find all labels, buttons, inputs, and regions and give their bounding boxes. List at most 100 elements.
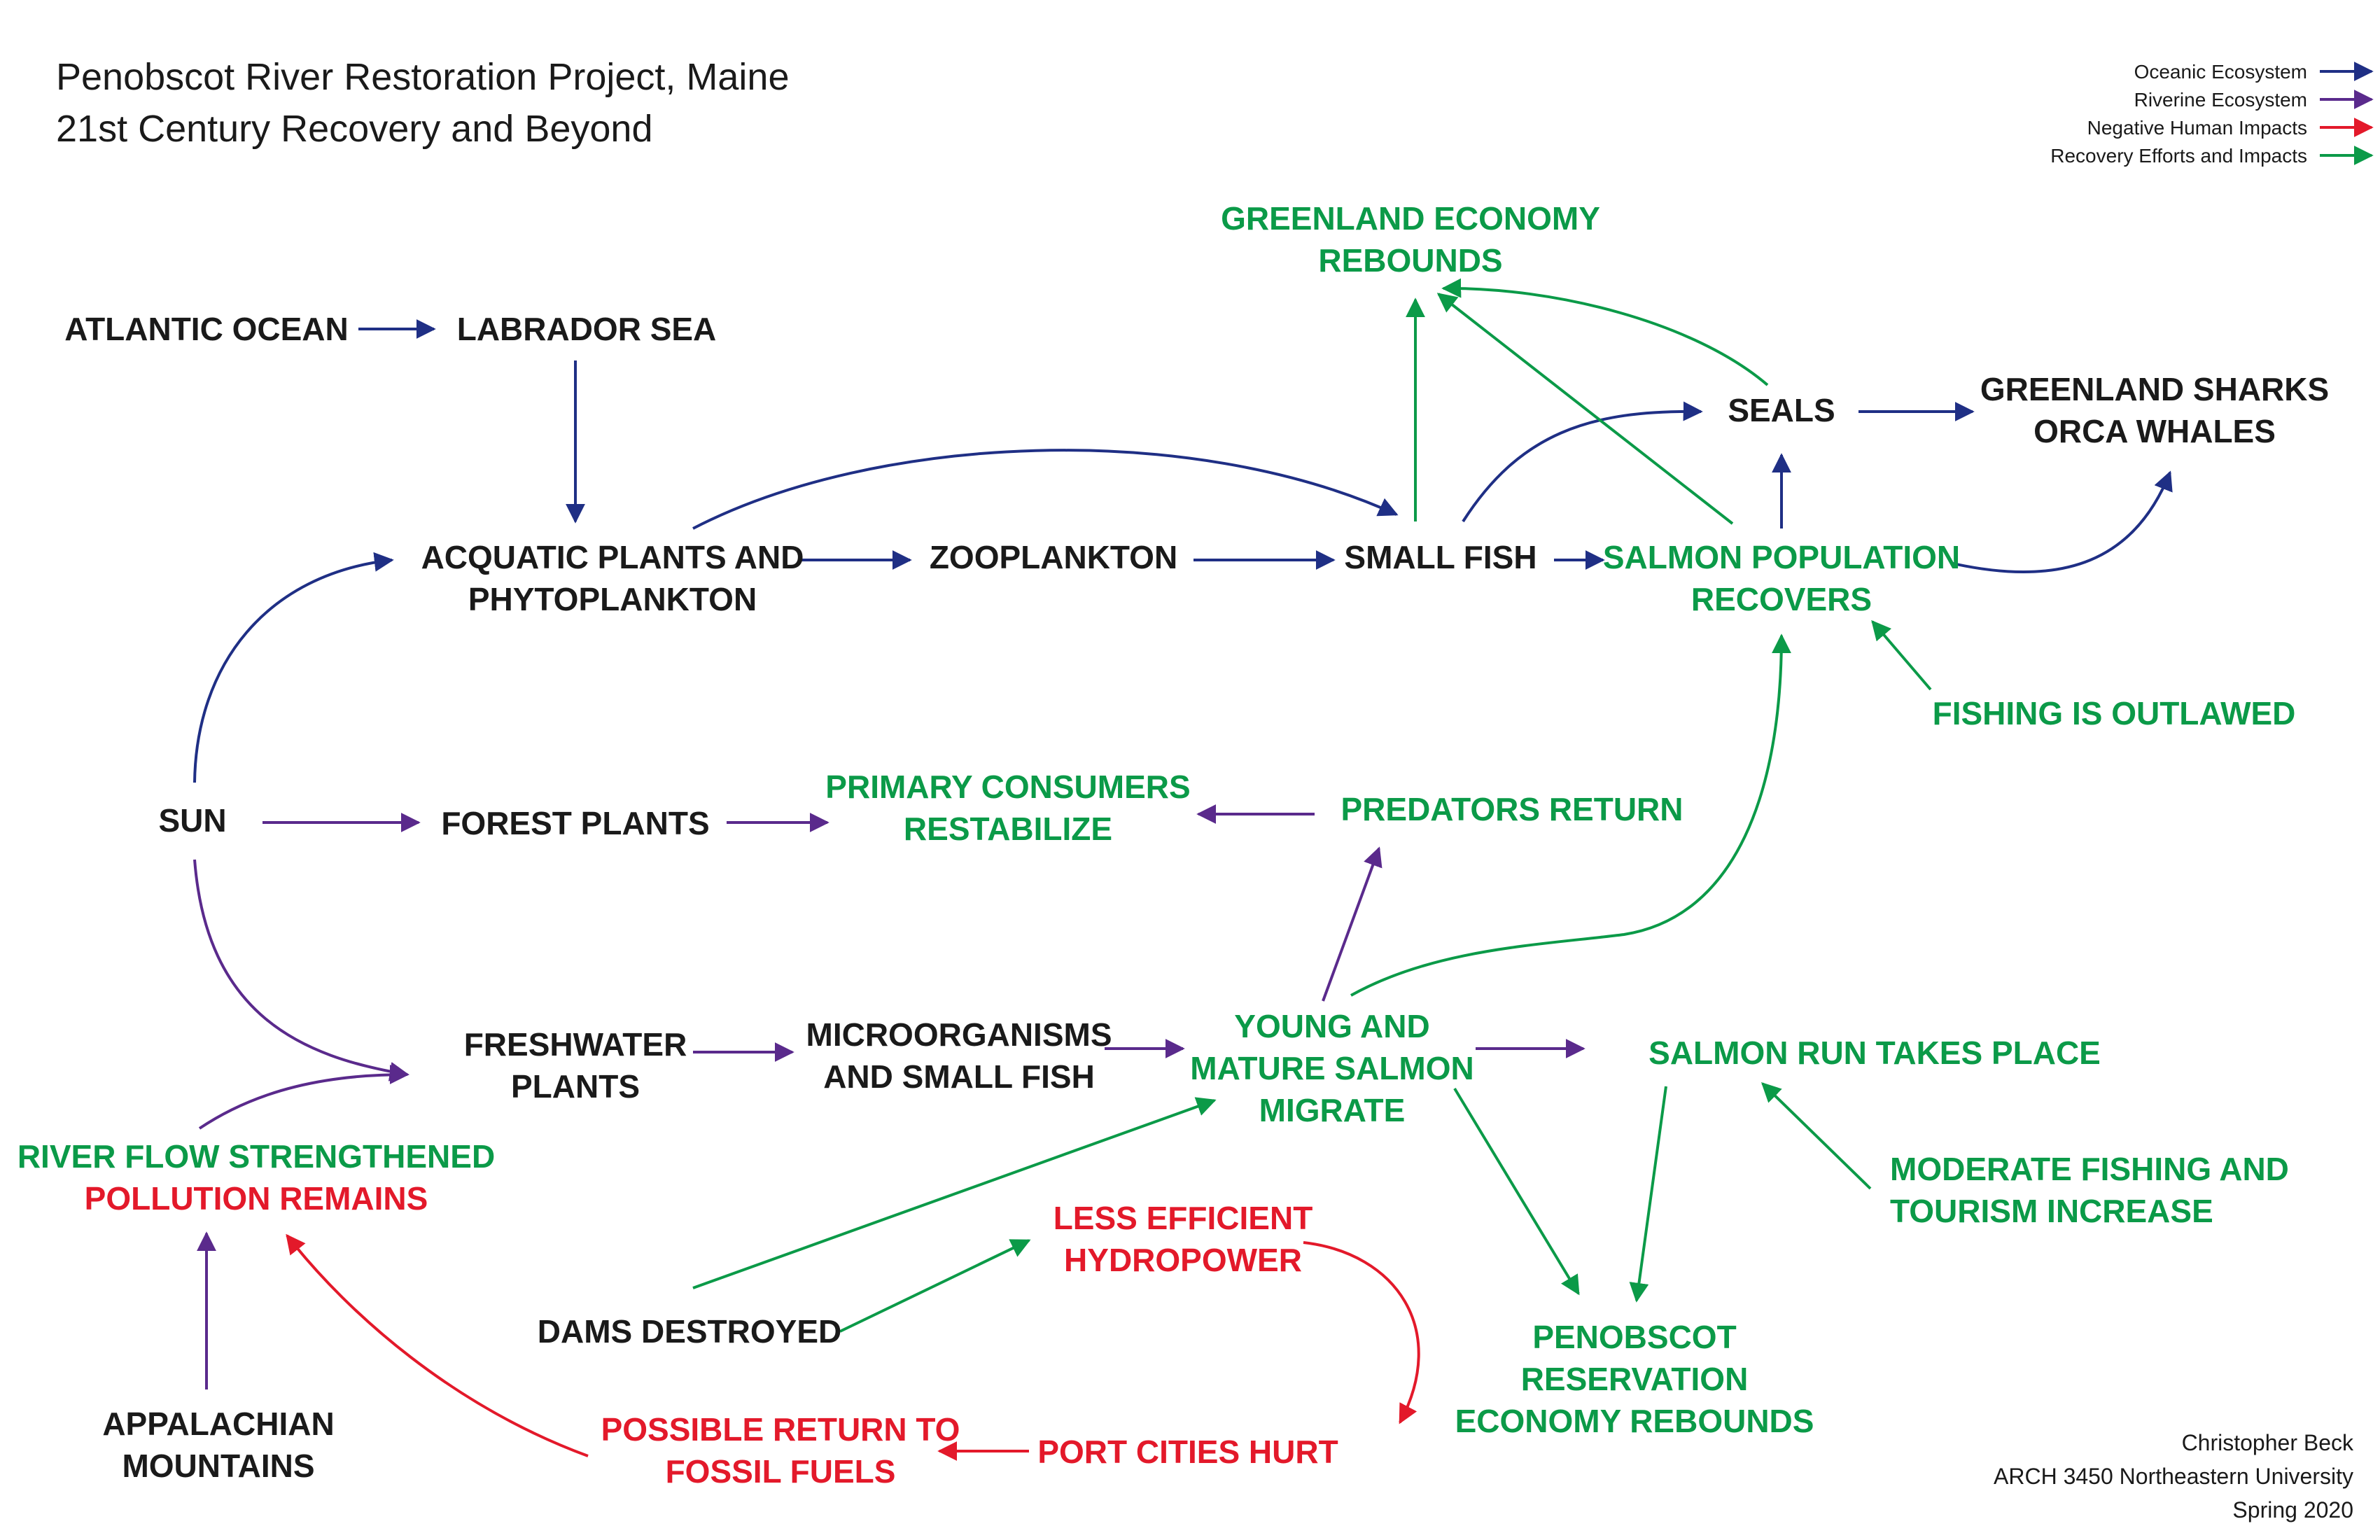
node-freshwater-plants: FRESHWATER PLANTS (464, 1026, 687, 1105)
edge-sun-to-freshwater (193, 859, 410, 1082)
title-line-1: Penobscot River Restoration Project, Mai… (56, 56, 790, 98)
node-line: SEALS (1728, 392, 1835, 428)
edge-seals-to-greenland (1441, 278, 1769, 386)
node-fishing-outlawed: FISHING IS OUTLAWED (1933, 695, 2296, 732)
edge-young-to-salmonpop (1350, 634, 1791, 997)
node-line: ATLANTIC OCEAN (64, 311, 348, 347)
nodes: ATLANTIC OCEAN LABRADOR SEA GREENLAND EC… (18, 200, 2329, 1490)
node-sun: SUN (158, 802, 226, 839)
node-salmon-population: SALMON POPULATION RECOVERS (1603, 539, 1960, 617)
node-line: HYDROPOWER (1064, 1242, 1302, 1278)
node-greenland-sharks-orca: GREENLAND SHARKS ORCA WHALES (1980, 371, 2329, 449)
edge-salmonrun-to-penobscot (1629, 1086, 1667, 1303)
edges (193, 278, 2173, 1461)
node-line: FOREST PLANTS (441, 805, 709, 841)
node-line: FRESHWATER (464, 1026, 687, 1063)
node-line: MODERATE FISHING AND (1890, 1151, 2289, 1187)
edge-fossil-to-pollution (286, 1233, 589, 1457)
node-line: SMALL FISH (1344, 539, 1536, 575)
node-less-efficient-hydropower: LESS EFFICIENT HYDROPOWER (1054, 1200, 1313, 1278)
node-labrador-sea: LABRADOR SEA (457, 311, 717, 347)
node-line: ORCA WHALES (2033, 413, 2276, 449)
edge-dams-to-lessefficient (839, 1239, 1031, 1333)
edge-salmonpop-to-greenland (1436, 293, 1734, 525)
node-line: POSSIBLE RETURN TO (601, 1411, 960, 1448)
node-seals: SEALS (1728, 392, 1835, 428)
node-line: ACQUATIC PLANTS AND (421, 539, 804, 575)
node-primary-consumers: PRIMARY CONSUMERS RESTABILIZE (825, 769, 1190, 847)
node-line: GREENLAND SHARKS (1980, 371, 2329, 407)
node-line: SALMON POPULATION (1603, 539, 1960, 575)
node-line: PENOBSCOT (1532, 1319, 1736, 1355)
node-line: PRIMARY CONSUMERS (825, 769, 1190, 805)
node-young-mature-salmon: YOUNG AND MATURE SALMON MIGRATE (1190, 1008, 1474, 1128)
edge-fishing-to-salmonpop (1871, 620, 1932, 691)
node-line: PHYTOPLANKTON (468, 581, 757, 617)
node-line: RECOVERS (1691, 581, 1872, 617)
node-line: RESTABILIZE (904, 811, 1112, 847)
node-line: TOURISM INCREASE (1890, 1193, 2213, 1229)
node-line: MATURE SALMON (1190, 1050, 1474, 1086)
edge-smallfish-to-seals (1462, 401, 1703, 523)
node-line: SALMON RUN TAKES PLACE (1648, 1035, 2101, 1071)
node-port-cities-hurt: PORT CITIES HURT (1037, 1434, 1338, 1470)
node-dams-destroyed: DAMS DESTROYED (538, 1313, 841, 1350)
node-line: RESERVATION (1521, 1361, 1749, 1397)
edge-dams-to-young (692, 1097, 1217, 1289)
node-line: SUN (158, 802, 226, 839)
node-small-fish: SMALL FISH (1344, 539, 1536, 575)
node-line: LESS EFFICIENT (1054, 1200, 1313, 1236)
edge-aquatic-to-smallfish (692, 449, 1399, 530)
node-moderate-fishing: MODERATE FISHING AND TOURISM INCREASE (1890, 1151, 2289, 1229)
node-zooplankton: ZOOPLANKTON (930, 539, 1177, 575)
node-line: APPALACHIAN (102, 1406, 334, 1442)
node-aquatic-plants: ACQUATIC PLANTS AND PHYTOPLANKTON (421, 539, 804, 617)
node-line: POLLUTION REMAINS (85, 1180, 428, 1217)
credits: Christopher Beck ARCH 3450 Northeastern … (1994, 1430, 2354, 1522)
edge-salmonpop-to-sharks (1952, 470, 2173, 574)
legend-label-riverine: Riverine Ecosystem (2134, 89, 2307, 111)
edge-young-to-predators (1322, 846, 1382, 1002)
node-line: DAMS DESTROYED (538, 1313, 841, 1350)
node-pollution-remains: POLLUTION REMAINS (85, 1180, 428, 1217)
node-river-flow: RIVER FLOW STRENGTHENED (18, 1138, 495, 1175)
edge-young-to-penobscot (1453, 1087, 1580, 1296)
node-salmon-run: SALMON RUN TAKES PLACE (1648, 1035, 2101, 1071)
node-line: PREDATORS RETURN (1341, 791, 1684, 827)
node-line: ZOOPLANKTON (930, 539, 1177, 575)
node-fossil-fuels: POSSIBLE RETURN TO FOSSIL FUELS (601, 1411, 960, 1490)
node-line: REBOUNDS (1318, 242, 1502, 279)
edge-riverflow-to-freshwater (198, 1065, 410, 1130)
node-predators-return: PREDATORS RETURN (1341, 791, 1684, 827)
credit-author: Christopher Beck (2182, 1430, 2354, 1455)
legend-label-recovery: Recovery Efforts and Impacts (2050, 145, 2307, 167)
credit-course: ARCH 3450 Northeastern University (1994, 1464, 2353, 1489)
node-line: ECONOMY REBOUNDS (1455, 1403, 1814, 1439)
node-penobscot-reservation: PENOBSCOT RESERVATION ECONOMY REBOUNDS (1455, 1319, 1814, 1439)
edge-moderate-to-salmonrun (1760, 1082, 1872, 1190)
legend-label-oceanic: Oceanic Ecosystem (2134, 61, 2307, 83)
diagram-title: Penobscot River Restoration Project, Mai… (56, 56, 790, 150)
node-line: RIVER FLOW STRENGTHENED (18, 1138, 495, 1175)
node-greenland-economy: GREENLAND ECONOMY REBOUNDS (1221, 200, 1600, 279)
node-atlantic-ocean: ATLANTIC OCEAN (64, 311, 348, 347)
credit-term: Spring 2020 (2232, 1497, 2353, 1522)
node-line: YOUNG AND (1234, 1008, 1429, 1044)
node-line: FOSSIL FUELS (666, 1453, 896, 1490)
node-line: PORT CITIES HURT (1037, 1434, 1338, 1470)
node-appalachian-mountains: APPALACHIAN MOUNTAINS (102, 1406, 334, 1484)
node-line: GREENLAND ECONOMY (1221, 200, 1600, 237)
node-line: MIGRATE (1259, 1092, 1406, 1128)
node-line: FISHING IS OUTLAWED (1933, 695, 2296, 732)
legend: Oceanic Ecosystem Riverine Ecosystem Neg… (2050, 61, 2374, 167)
legend-label-negative: Negative Human Impacts (2087, 117, 2307, 139)
title-line-2: 21st Century Recovery and Beyond (56, 108, 652, 150)
node-line: PLANTS (511, 1068, 640, 1105)
edge-lessefficient-to-portcities (1303, 1241, 1420, 1424)
node-line: LABRADOR SEA (457, 311, 717, 347)
node-line: MOUNTAINS (122, 1448, 314, 1484)
edge-sun-to-aquatic (193, 552, 394, 783)
node-line: AND SMALL FISH (823, 1058, 1095, 1095)
